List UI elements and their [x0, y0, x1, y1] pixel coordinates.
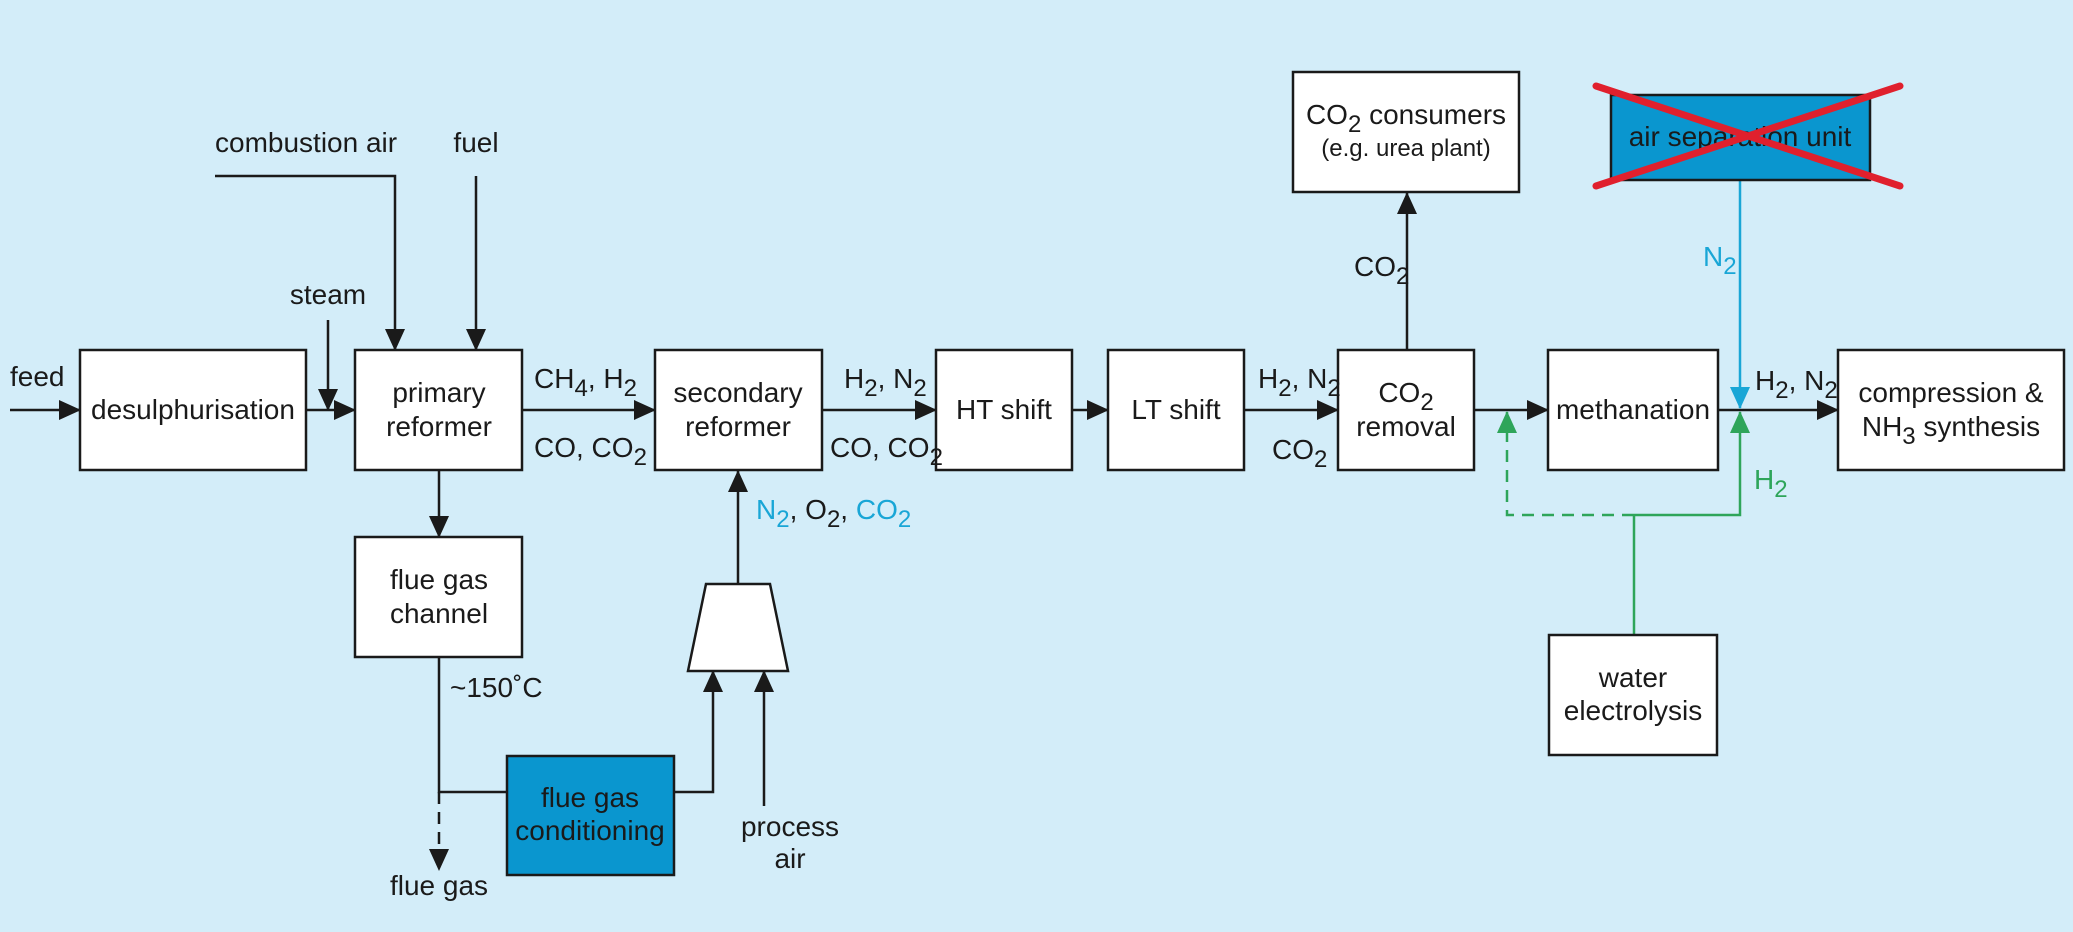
ch4-h2-label: CH4, H2 — [534, 363, 637, 402]
co2-removal-box — [1336, 348, 1476, 472]
temperature-label: ~150˚C — [450, 672, 543, 703]
co2-removal-label-1: CO2 — [1378, 377, 1433, 416]
co2-consumers-label-2: (e.g. urea plant) — [1321, 135, 1490, 162]
co2-consumers-label-1: CO2 consumers — [1306, 99, 1506, 138]
hydrogen-lines — [1497, 411, 1750, 635]
co2-label-below: CO2 — [1272, 434, 1327, 473]
methanation-box — [1546, 348, 1720, 472]
ht-shift-label: HT shift — [956, 394, 1052, 425]
co2-label-up: CO2 — [1354, 251, 1409, 290]
flue-gas-label: flue gas — [390, 870, 488, 901]
n2-o2-co2-label: N2, O2, CO2 — [756, 494, 911, 533]
lt-shift-label: LT shift — [1131, 394, 1220, 425]
conditioning-to-compressor-arrow — [675, 670, 723, 794]
lt-shift-box — [1106, 348, 1246, 472]
flue-gas-conditioning-box — [505, 754, 676, 877]
process-air-label-2: air — [774, 843, 805, 874]
combustion-air-label: combustion air — [215, 127, 397, 158]
primary-reformer-label-1: primary — [392, 377, 485, 408]
primary-reformer-label-2: reformer — [386, 411, 492, 442]
combustion-air-arrow — [215, 174, 405, 351]
compressor-symbol — [686, 582, 790, 673]
h2-n2-label-3: H2, N2 — [1755, 365, 1838, 404]
flow-lines — [10, 174, 1839, 871]
methanation-label: methanation — [1556, 394, 1710, 425]
h2-n2-label-2: H2, N2 — [1258, 363, 1341, 402]
ht-shift-box — [934, 348, 1074, 472]
co-co2-label-1: CO, CO2 — [534, 432, 647, 471]
compression-synthesis-box — [1836, 348, 2066, 472]
flue-gas-channel-label-2: channel — [390, 598, 488, 629]
secondary-reformer-box — [653, 348, 824, 472]
compression-synthesis-label-2: NH3 synthesis — [1862, 411, 2040, 450]
n2-asu-label: N2 — [1703, 241, 1737, 280]
co-co2-label-2: CO, CO2 — [830, 432, 943, 471]
flue-gas-conditioning-label-1: flue gas — [541, 782, 639, 813]
co2-consumers-box — [1291, 70, 1521, 194]
h2-solid-arrow — [1634, 411, 1750, 517]
air-separation-unit-cross-icon — [1592, 82, 1904, 190]
secondary-reformer-label-1: secondary — [673, 377, 802, 408]
desulphurisation-label: desulphurisation — [91, 394, 295, 425]
flue-gas-channel-label-1: flue gas — [390, 564, 488, 595]
secondary-reformer-label-2: reformer — [685, 411, 791, 442]
h2-n2-label-1: H2, N2 — [844, 363, 927, 402]
water-electrolysis-label-1: water — [1598, 662, 1667, 693]
steam-label: steam — [290, 279, 366, 310]
water-electrolysis-label-2: electrolysis — [1564, 695, 1702, 726]
primary-reformer-box — [353, 348, 524, 472]
compression-synthesis-label-1: compression & — [1858, 377, 2044, 408]
flue-gas-conditioning-label-2: conditioning — [515, 815, 664, 846]
desulphurisation-box — [78, 348, 308, 472]
fuel-label: fuel — [453, 127, 498, 158]
feed-label: feed — [10, 361, 65, 392]
h2-dashed-arrow — [1497, 411, 1634, 517]
co2-removal-label-2: removal — [1356, 411, 1456, 442]
h2-electrolysis-label: H2 — [1754, 464, 1788, 503]
water-electrolysis-box — [1547, 633, 1719, 757]
process-air-label-1: process — [741, 811, 839, 842]
flue-gas-channel-box — [353, 535, 524, 659]
